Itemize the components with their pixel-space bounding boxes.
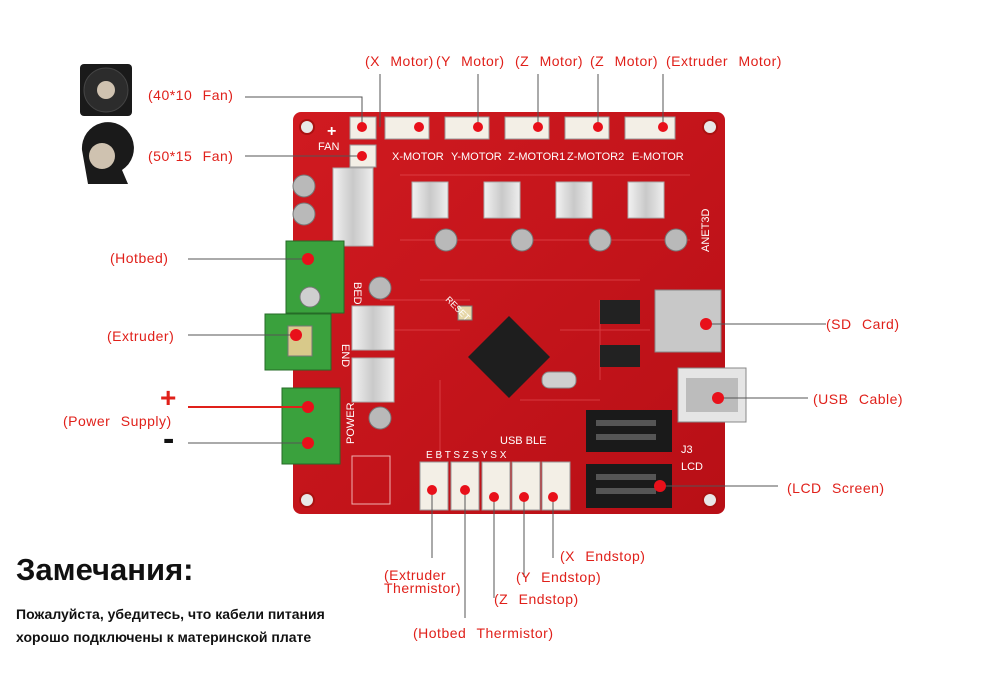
leader-lines — [188, 74, 826, 618]
mount-hole — [299, 492, 315, 508]
silk-anet: ANET3D — [700, 209, 712, 252]
fan-40-icon — [80, 64, 132, 116]
label-y-endstop: (Y Endstop) — [516, 569, 602, 585]
silk-endstop-pins: E B T S Z S Y S X — [426, 450, 507, 461]
endstop-connectors — [419, 461, 571, 511]
label-sd-card: (SD Card) — [826, 316, 900, 332]
silk-usb-ble: USB BLE — [500, 435, 546, 447]
small-header — [351, 455, 391, 505]
crystal — [541, 371, 577, 389]
label-fan-50: (50*15 Fan) — [148, 148, 234, 164]
reset-button — [457, 305, 473, 321]
terminal-blocks — [264, 240, 345, 465]
silk-bed: BED — [351, 282, 363, 305]
marker-dots — [290, 122, 724, 502]
notes-body: Пожалуйста, убедитесь, что кабели питани… — [16, 603, 325, 649]
label-x-motor: (X Motor) — [365, 53, 434, 69]
label-extruder-thermistor-1: (Extruder — [384, 567, 447, 583]
fan-50-icon — [81, 122, 134, 184]
mount-hole — [702, 492, 718, 508]
label-usb-cable: (USB Cable) — [813, 391, 904, 407]
silk-y-motor: Y-MOTOR — [451, 151, 502, 163]
capacitors — [292, 174, 688, 430]
silk-x-motor: X-MOTOR — [392, 151, 444, 163]
label-hotbed: (Hotbed) — [110, 250, 169, 266]
label-z-motor-2: (Z Motor) — [590, 53, 659, 69]
heatsinks — [332, 167, 665, 403]
notes-title: Замечания: — [16, 552, 194, 587]
notes-line-1: Пожалуйста, убедитесь, что кабели питани… — [16, 606, 325, 622]
label-power-plus: + — [160, 382, 177, 413]
label-y-motor: (Y Motor) — [436, 53, 505, 69]
label-extruder-thermistor-2: Thermistor) — [384, 580, 462, 596]
silk-z-motor1: Z-MOTOR1 — [508, 151, 565, 163]
silk-e-motor: E-MOTOR — [632, 151, 684, 163]
label-fan-40: (40*10 Fan) — [148, 87, 234, 103]
silk-plus: + — [327, 123, 336, 140]
label-lcd-screen: (LCD Screen) — [787, 480, 885, 496]
j3-header — [586, 410, 672, 452]
label-power-minus: - — [163, 420, 175, 458]
ic-chip — [600, 345, 640, 367]
label-extruder: (Extruder) — [107, 328, 175, 344]
label-x-endstop: (X Endstop) — [560, 548, 646, 564]
label-z-motor-1: (Z Motor) — [515, 53, 584, 69]
label-hotbed-thermistor: (Hotbed Thermistor) — [413, 625, 554, 641]
label-z-endstop: (Z Endstop) — [494, 591, 579, 607]
label-power-supply: (Power Supply) — [63, 413, 172, 429]
silk-fan: FAN — [318, 141, 339, 153]
label-extruder-motor: (Extruder Motor) — [666, 53, 782, 69]
silk-power: POWER — [345, 402, 357, 444]
silk-end: END — [339, 344, 351, 367]
motor-connectors — [384, 116, 676, 140]
mount-hole — [702, 119, 718, 135]
silk-z-motor2: Z-MOTOR2 — [567, 151, 624, 163]
mcu-chip — [467, 315, 551, 399]
ic-chip — [600, 300, 640, 324]
notes-line-2: хорошо подключены к материнской плате — [16, 629, 312, 645]
silk-lcd: LCD — [681, 461, 703, 473]
mount-hole — [299, 119, 315, 135]
silk-j3: J3 — [681, 444, 693, 456]
